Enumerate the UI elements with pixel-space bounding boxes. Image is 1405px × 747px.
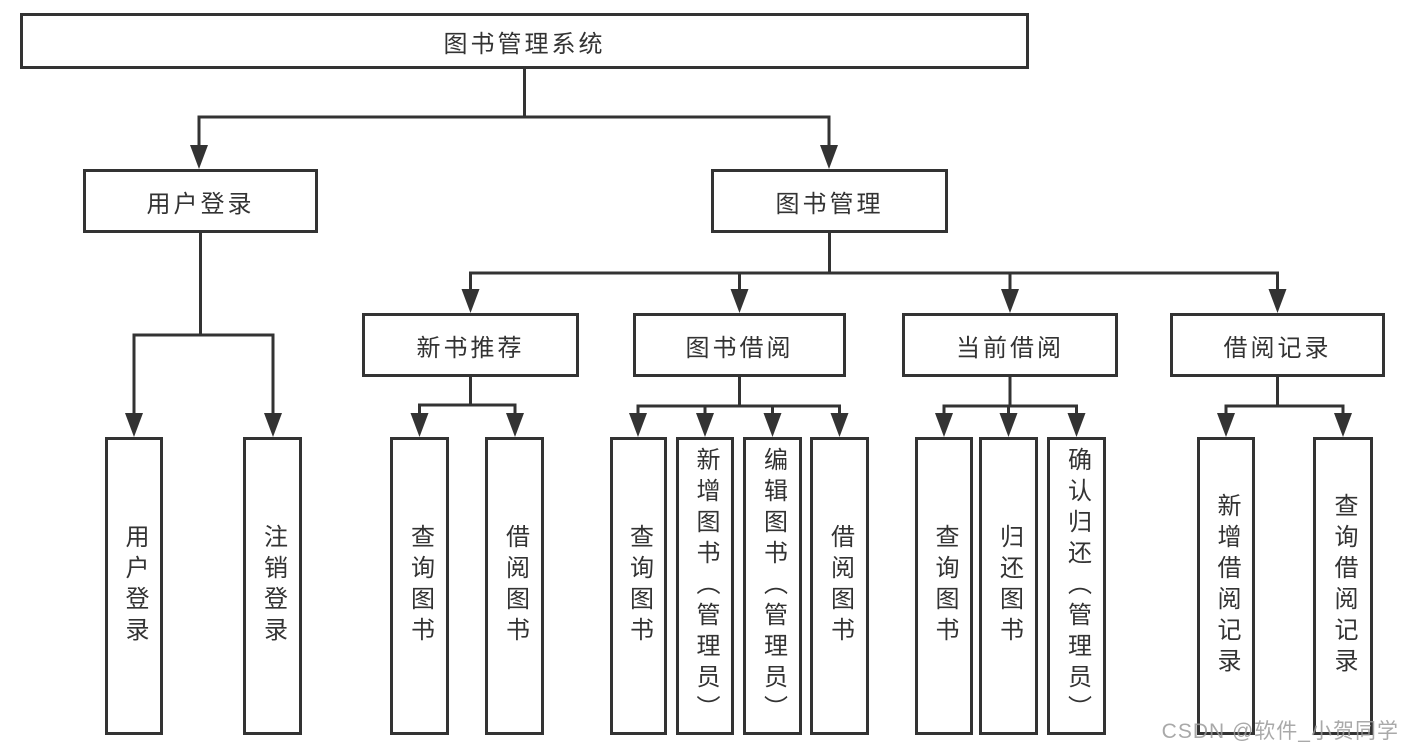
leaf-borrow-borrow-books-label: 借阅图书 [826,524,854,648]
node-current-borrow-label: 当前借阅 [956,334,1064,362]
leaf-current-confirm-return: 确认归还（管理员） [1047,437,1106,735]
node-root-system: 图书管理系统 [20,13,1029,69]
leaf-records-query-record: 查询借阅记录 [1313,437,1373,735]
leaf-logout-label: 注销登录 [259,524,287,648]
leaf-borrow-edit-books-label: 编辑图书（管理员） [759,446,787,726]
node-book-management: 图书管理 [711,169,948,233]
node-user-login-label: 用户登录 [146,190,255,218]
leaf-borrow-add-books-label: 新增图书（管理员） [692,446,719,726]
leaf-borrow-edit-books: 编辑图书（管理员） [743,437,802,735]
leaf-records-add-record-label: 新增借阅记录 [1213,493,1240,679]
node-user-login: 用户登录 [83,169,318,233]
leaf-logout: 注销登录 [243,437,302,735]
leaf-records-add-record: 新增借阅记录 [1197,437,1255,735]
arrowheads [125,145,1352,437]
leaf-borrow-query-books-label: 查询图书 [625,524,653,648]
leaf-borrow-borrow-books: 借阅图书 [810,437,869,735]
node-new-book-recommend-label: 新书推荐 [416,334,525,362]
leaf-current-query-books: 查询图书 [915,437,973,735]
leaf-user-login-label: 用户登录 [121,524,148,648]
leaf-current-return-books: 归还图书 [979,437,1038,735]
leaf-current-return-books-label: 归还图书 [995,524,1023,648]
node-borrow-records: 借阅记录 [1170,313,1385,377]
leaf-current-query-books-label: 查询图书 [931,524,958,648]
node-root-label: 图书管理系统 [443,30,606,58]
node-borrow-records-label: 借阅记录 [1223,334,1332,362]
node-current-borrow: 当前借阅 [902,313,1118,377]
node-book-borrow-label: 图书借阅 [685,334,794,362]
leaf-current-confirm-return-label: 确认归还（管理员） [1063,446,1091,726]
node-book-management-label: 图书管理 [775,190,884,218]
leaf-newbook-query-books: 查询图书 [390,437,449,735]
node-new-book-recommend: 新书推荐 [362,313,579,377]
leaf-newbook-borrow-books: 借阅图书 [485,437,544,735]
csdn-watermark: CSDN @软件_小贺同学 [1161,720,1399,743]
node-book-borrow: 图书借阅 [633,313,846,377]
leaf-newbook-query-books-label: 查询图书 [406,524,434,648]
leaf-newbook-borrow-books-label: 借阅图书 [501,524,529,648]
leaf-borrow-query-books: 查询图书 [610,437,667,735]
leaf-records-query-record-label: 查询借阅记录 [1330,493,1357,679]
leaf-user-login: 用户登录 [105,437,163,735]
leaf-borrow-add-books: 新增图书（管理员） [676,437,734,735]
